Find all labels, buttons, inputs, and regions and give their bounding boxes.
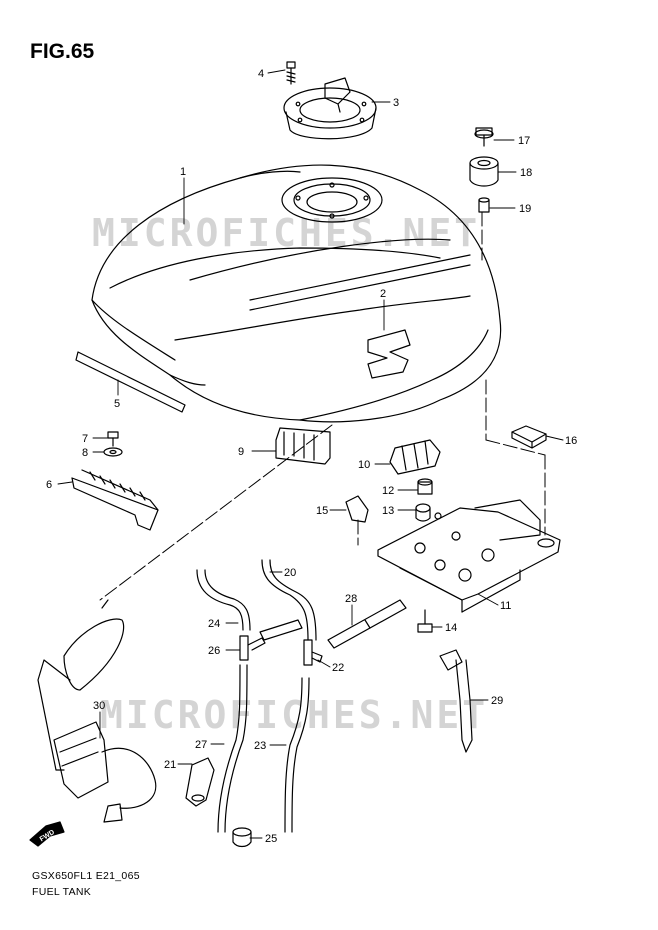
callout-18: 18 — [520, 167, 532, 179]
hose-joints — [239, 619, 323, 666]
callout-4: 4 — [258, 68, 264, 80]
watermark-top: MICROFICHES.NET — [92, 211, 480, 255]
callout-30: 30 — [93, 700, 105, 712]
callout-22: 22 — [332, 662, 344, 674]
callout-10: 10 — [358, 459, 370, 471]
callout-13: 13 — [382, 505, 394, 517]
pivot-bolt — [474, 127, 494, 147]
callout-28: 28 — [345, 593, 357, 605]
callout-9: 9 — [238, 446, 244, 458]
connector-pipe — [327, 599, 407, 649]
callout-labels: 1 2 3 4 5 6 7 8 9 10 11 12 13 14 15 16 1… — [46, 68, 577, 845]
callout-20: 20 — [284, 567, 296, 579]
fuel-level-sensor — [37, 599, 157, 823]
mount-bolt — [417, 609, 433, 633]
callout-3: 3 — [393, 97, 399, 109]
fuel-tank — [91, 164, 502, 423]
rubber-cushion — [275, 427, 331, 465]
callout-17: 17 — [518, 135, 530, 147]
bushing — [469, 156, 499, 187]
breather-hoses — [196, 559, 317, 641]
callout-21: 21 — [164, 759, 176, 771]
callout-19: 19 — [519, 203, 531, 215]
callout-6: 6 — [46, 479, 52, 491]
callout-8: 8 — [82, 447, 88, 459]
callout-1: 1 — [180, 166, 186, 178]
leader-lines — [57, 69, 564, 839]
callout-25: 25 — [265, 833, 277, 845]
figure-title: FIG.65 — [30, 40, 95, 63]
callout-15: 15 — [316, 505, 328, 517]
watermark-bottom: MICROFICHES.NET — [100, 693, 488, 737]
forward-arrow-icon — [29, 821, 65, 847]
callout-24: 24 — [208, 618, 220, 630]
pad — [511, 425, 547, 449]
seal-strip — [75, 351, 186, 413]
bolt-and-washer — [103, 431, 123, 457]
callout-16: 16 — [565, 435, 577, 447]
grommet-and-collar — [415, 478, 433, 522]
cap-screw — [286, 61, 296, 85]
rear-cushion — [389, 439, 441, 475]
callout-12: 12 — [382, 485, 394, 497]
callout-26: 26 — [208, 645, 220, 657]
callout-5: 5 — [114, 398, 120, 410]
callout-27: 27 — [195, 739, 207, 751]
dashed-guide-lines — [99, 211, 546, 601]
hose-cap — [232, 827, 252, 848]
fuel-cap — [283, 77, 377, 140]
callout-29: 29 — [491, 695, 503, 707]
clip — [345, 495, 369, 523]
figure-name: FUEL TANK — [32, 886, 92, 898]
mount-plate — [377, 499, 561, 613]
callout-2: 2 — [380, 288, 386, 300]
callout-14: 14 — [445, 622, 457, 634]
callout-7: 7 — [82, 433, 88, 445]
tank-bracket — [71, 469, 159, 531]
tank-emblem — [367, 329, 411, 379]
collar — [478, 197, 490, 213]
model-code: GSX650FL1 E21_065 — [32, 870, 140, 882]
callout-23: 23 — [254, 740, 266, 752]
callout-11: 11 — [500, 600, 511, 612]
hose-clamp — [185, 757, 215, 807]
drain-hoses — [217, 664, 310, 833]
